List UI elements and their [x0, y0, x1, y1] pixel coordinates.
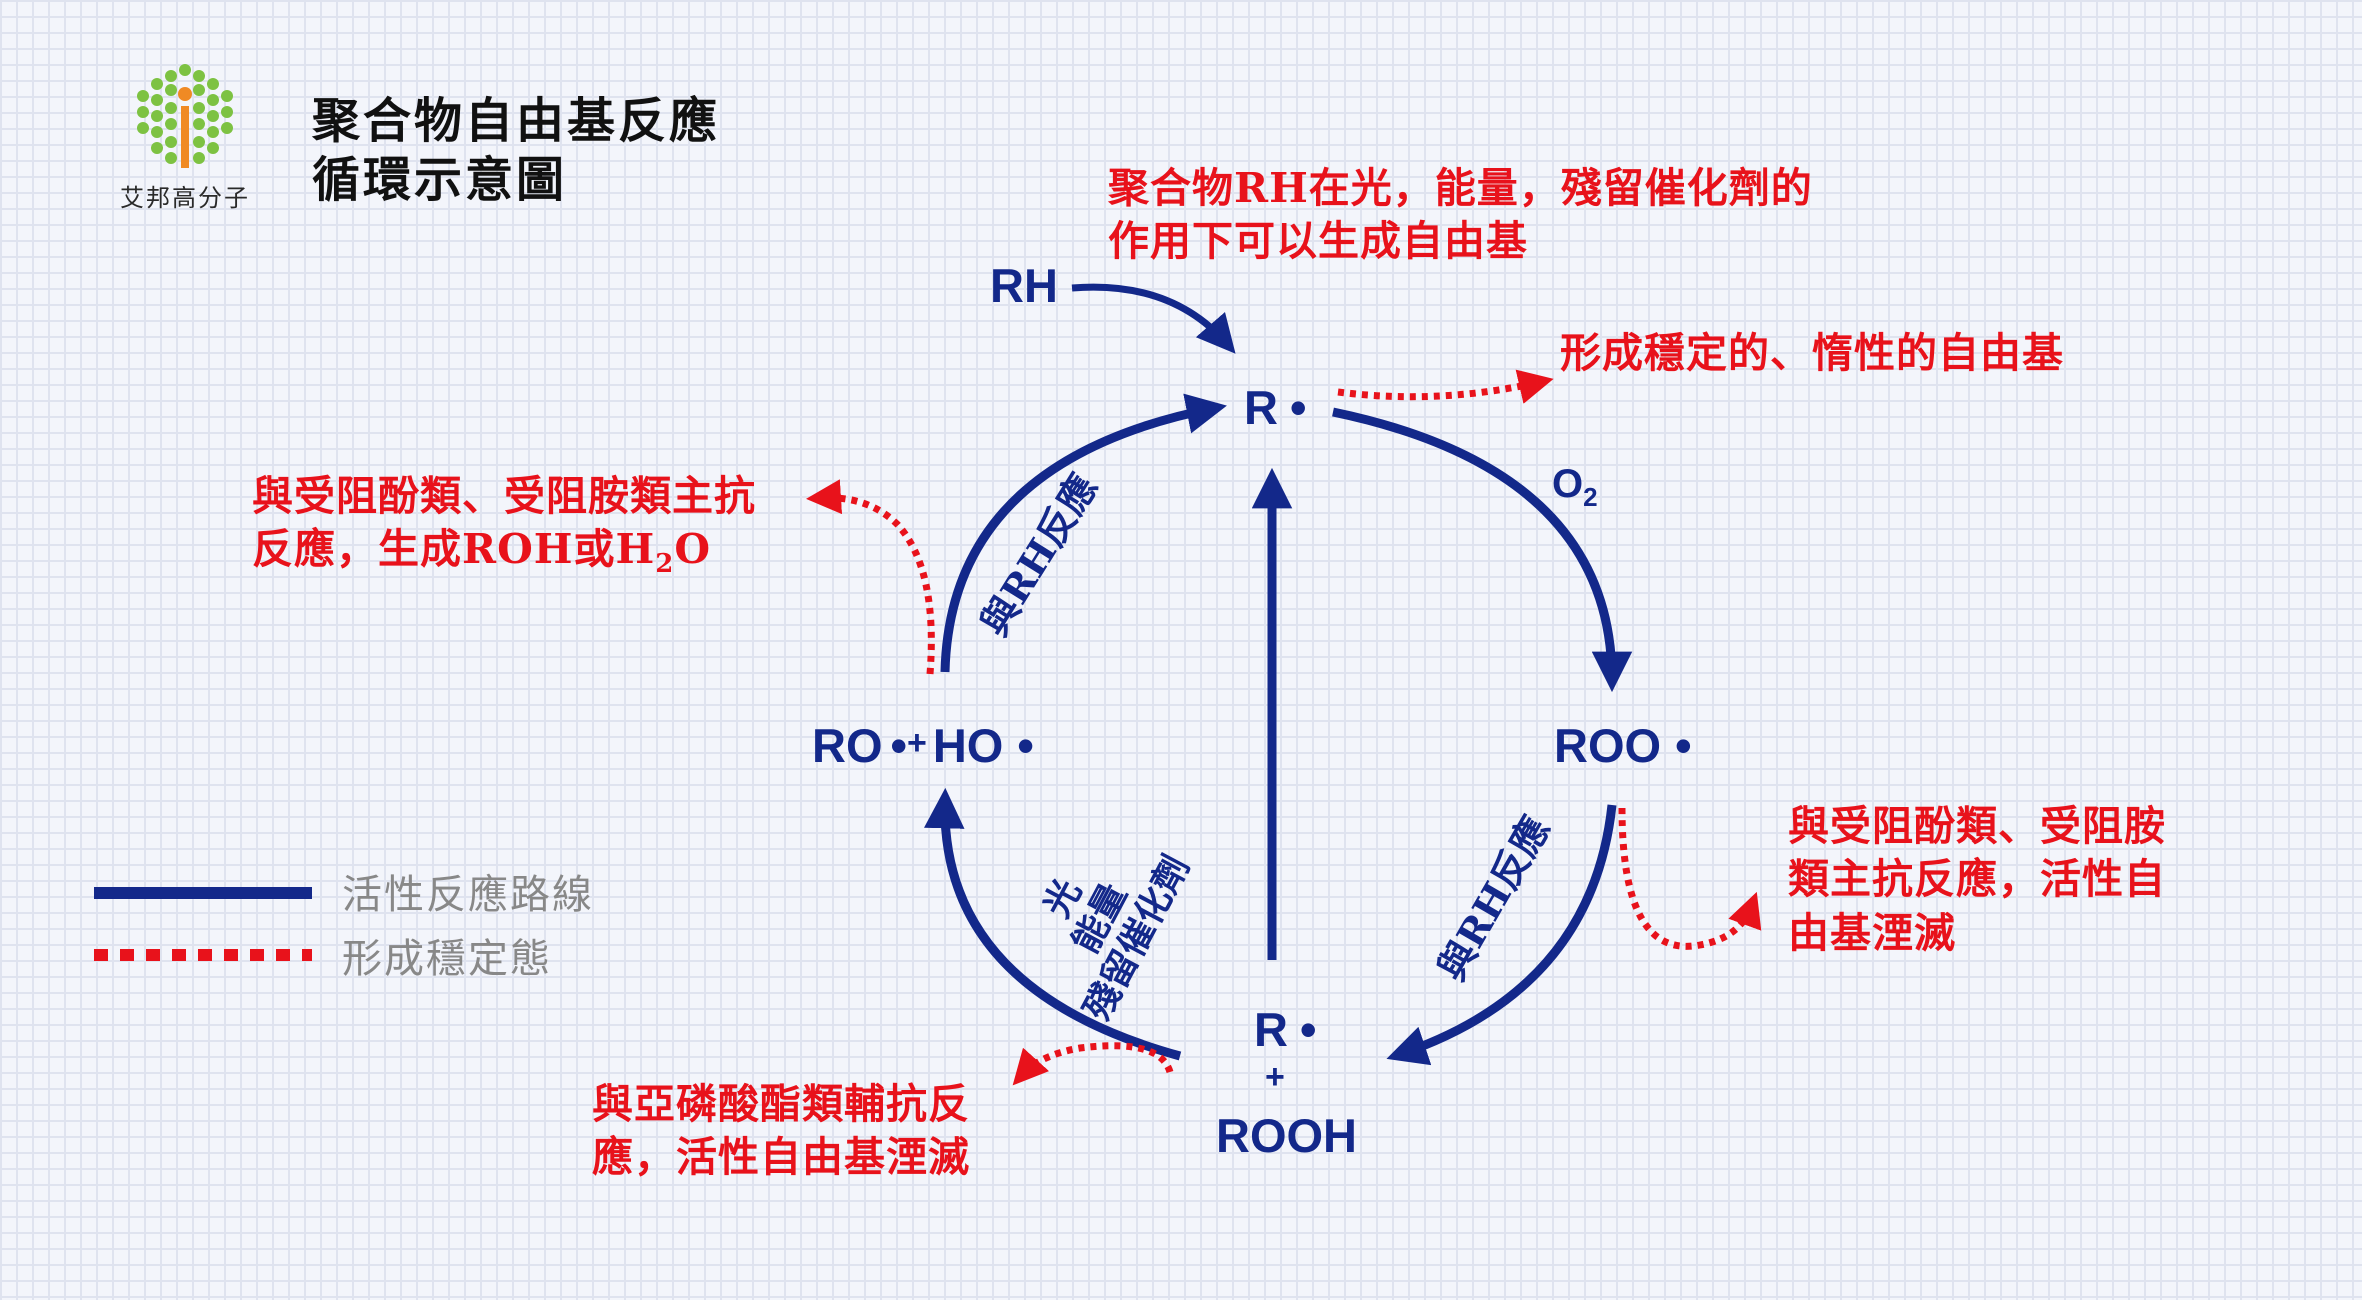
note-left-line1: 與受阻酚類、受阻胺類主抗 — [252, 472, 756, 520]
dotted-arrow-stable-radical — [1337, 369, 1554, 404]
radical-dot: • — [1017, 719, 1034, 772]
arrow-rh-to-r — [1071, 283, 1236, 354]
title-line-2: 循環示意圖 — [312, 151, 568, 208]
note-left-line2: 反應，生成ROH或H2O — [252, 523, 756, 582]
legend-active-label: 活性反應路線 — [342, 872, 594, 918]
node-rooh: ROOH — [1216, 1109, 1357, 1162]
node-ro-ho-radicals: RO•+HO• — [812, 718, 1034, 773]
brand-logo: 艾邦高分子 — [110, 60, 260, 212]
dotted-arrow-bottom-note — [1012, 1042, 1174, 1086]
note-left-line2-sub: 2 — [655, 549, 675, 580]
note-left-line2-tail: O — [674, 525, 712, 574]
radical-dot: • — [1289, 381, 1307, 434]
note-right-antioxidant: 與受阻酚類、受阻胺 類主抗反應，活性自 由基湮滅 — [1788, 800, 2166, 960]
node-plus-bottom: + — [1265, 1058, 1285, 1096]
node-roo-label: ROO — [1554, 719, 1662, 772]
label-catalyst-group: 光 能量 殘留催化劑 — [1036, 849, 1198, 1028]
note-left-antioxidant: 與受阻酚類、受阻胺類主抗 反應，生成ROH或H2O — [252, 470, 756, 582]
node-r-radical-bottom: R• — [1254, 1002, 1316, 1057]
note-top-line1: 聚合物RH在光，能量，殘留催化劑的 — [1108, 164, 1813, 212]
node-rh: RH — [990, 259, 1058, 312]
note-stable-radical: 形成穩定的、惰性的自由基 — [1560, 329, 2064, 377]
node-roo-radical: ROO• — [1554, 718, 1692, 773]
label-rh-reaction-left: 與RH反應 — [971, 466, 1105, 644]
title-line-1: 聚合物自由基反應 — [312, 93, 721, 149]
note-bottom-line1: 與亞磷酸酯類輔抗反 — [592, 1080, 970, 1128]
dotted-arrow-right-note — [1618, 807, 1762, 950]
node-ho-label: HO — [932, 719, 1004, 772]
label-rh-reaction-right: 與RH反應 — [1428, 808, 1558, 988]
note-right-line2: 類主抗反應，活性自 — [1788, 855, 2166, 904]
o2-label: O — [1552, 462, 1584, 506]
brand-name: 艾邦高分子 — [120, 184, 250, 212]
o2-subscript: 2 — [1583, 482, 1598, 512]
note-bottom-line2: 應，活性自由基湮滅 — [592, 1133, 970, 1182]
arrow-r-to-roo — [1332, 407, 1633, 693]
legend-stable-label: 形成穩定態 — [342, 936, 552, 982]
arrow-rooh-to-ro — [924, 787, 1182, 1061]
radical-dot: • — [1675, 719, 1692, 772]
note-radical-generation: 聚合物RH在光，能量，殘留催化劑的 作用下可以生成自由基 — [1108, 162, 1813, 269]
radical-dot: • — [1299, 1003, 1317, 1056]
note-bottom-phosphite: 與亞磷酸酯類輔抗反 應，活性自由基湮滅 — [592, 1078, 970, 1185]
node-o2: O2 — [1552, 462, 1598, 513]
tree-logo-icon — [137, 64, 233, 168]
page-title: 聚合物自由基反應 循環示意圖 — [312, 92, 720, 209]
note-top-line2: 作用下可以生成自由基 — [1108, 217, 1528, 266]
note-left-line2-text: 反應，生成ROH或H — [252, 525, 656, 574]
note-right-line3: 由基湮滅 — [1788, 908, 1956, 957]
dotted-arrow-left-note — [806, 479, 935, 675]
arrow-ro-to-r — [940, 393, 1227, 673]
node-plus: + — [906, 724, 927, 762]
node-r-radical-top: R• — [1244, 380, 1306, 435]
radical-dot: • — [890, 719, 907, 772]
node-r-bottom-label: R — [1254, 1003, 1288, 1056]
note-right-line1: 與受阻酚類、受阻胺 — [1788, 802, 2166, 850]
node-ro-label: RO — [812, 719, 883, 772]
node-r-top-label: R — [1244, 381, 1278, 434]
arrow-roo-to-rooh — [1386, 804, 1617, 1066]
